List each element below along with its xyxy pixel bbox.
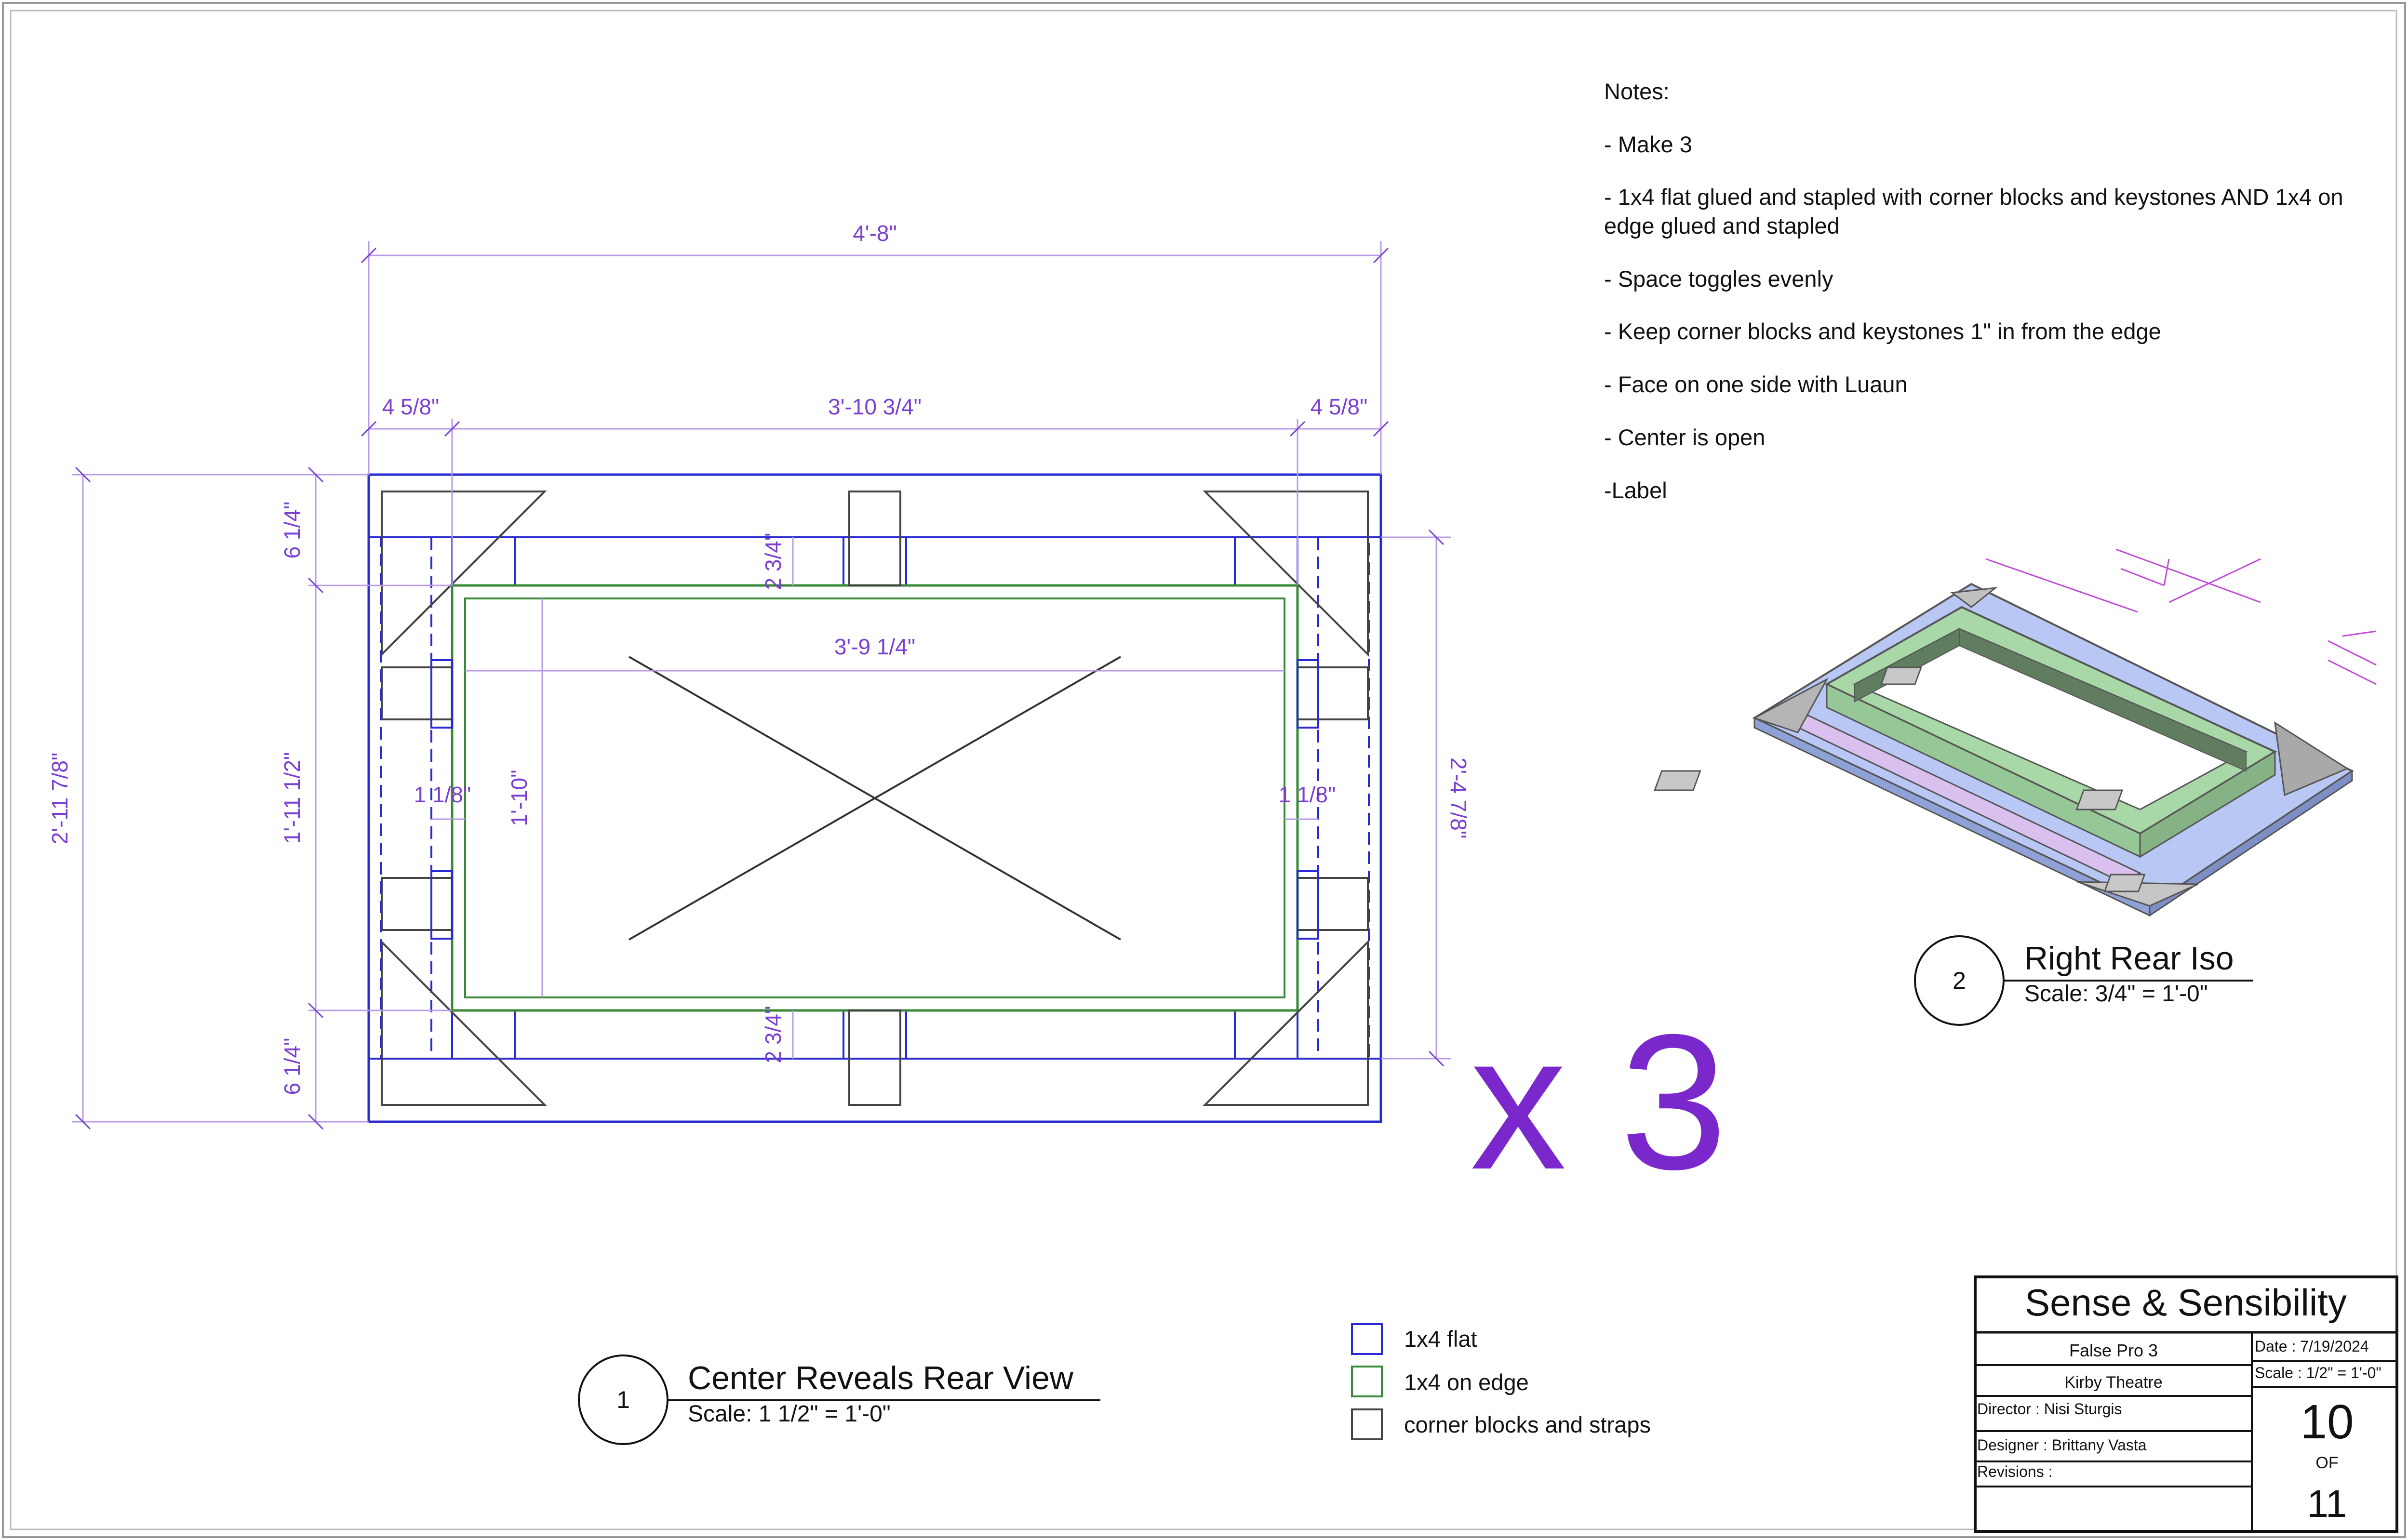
- title-block-piece: False Pro 3: [2069, 1341, 2158, 1360]
- dim-opening-height: 1'-10": [507, 770, 532, 826]
- title-block-sheet-number: 10: [2300, 1395, 2354, 1449]
- rail-end-tl: [451, 536, 516, 586]
- keystone-left-upper: [381, 666, 453, 720]
- keystone-bottom: [848, 1009, 901, 1106]
- title-block: [1974, 1275, 2398, 1533]
- legend-label-on-edge: 1x4 on edge: [1404, 1369, 1529, 1395]
- open-center-x-2: [629, 656, 1121, 941]
- dim-right-edge: 1 1/8": [1279, 782, 1336, 807]
- dim-left-margin: 4 5/8": [382, 394, 440, 419]
- dim-top-margin: 6 1/4": [280, 502, 305, 559]
- dim-bottom-margin: 6 1/4": [280, 1038, 305, 1095]
- strap-right-lower: [1297, 870, 1319, 940]
- dim-right-height: 2'-4 7/8": [1446, 757, 1471, 838]
- iso-view-drawing: [1654, 548, 2377, 917]
- on-edge-inner: [464, 597, 1285, 998]
- view2-title: Right Rear Iso: [2024, 940, 2234, 977]
- corner-block-tl: [381, 491, 547, 657]
- rail-end-br: [1234, 1009, 1298, 1060]
- title-block-date: Date : 7/19/2024: [2255, 1338, 2369, 1355]
- notes-panel: Notes: - Make 3 - 1x4 flat glued and sta…: [1604, 77, 2385, 529]
- dim-inner-width: 3'-10 3/4": [828, 394, 922, 419]
- view2-number: 2: [1953, 967, 1966, 994]
- note-item: - Keep corner blocks and keystones 1" in…: [1604, 319, 2161, 345]
- dim-opening-width: 3'-9 1/4": [834, 634, 915, 659]
- note-item: - Space toggles evenly: [1604, 266, 1833, 292]
- strap-left-upper: [430, 659, 453, 729]
- legend-swatch-flat: [1351, 1323, 1383, 1355]
- title-block-revisions: Revisions :: [1977, 1463, 2053, 1480]
- title-block-scale: Scale : 1/2" = 1'-0": [2255, 1364, 2381, 1381]
- note-item: -Label: [1604, 477, 1667, 503]
- rail-end-bl: [451, 1009, 516, 1060]
- notes-heading: Notes:: [1604, 79, 1670, 104]
- keystone-right-upper: [1297, 666, 1369, 720]
- note-item: - Center is open: [1604, 424, 1766, 450]
- dimension-ticks: [75, 247, 1445, 1130]
- dim-overall-width: 4'-8": [853, 221, 897, 246]
- dim-overall-height: 2'-11 7/8": [47, 753, 72, 845]
- rail-end-tr: [1234, 536, 1298, 586]
- title-block-show: Sense & Sensibility: [2025, 1281, 2347, 1324]
- view1-scale: Scale: 1 1/2" = 1'-0": [688, 1401, 891, 1427]
- legend-label-blocks: corner blocks and straps: [1404, 1412, 1651, 1437]
- dim-bottom-gap: 2 3/4": [761, 1006, 786, 1063]
- right-stile: [1297, 536, 1370, 1060]
- toggle-bottom: [843, 1009, 907, 1060]
- title-block-of-label: OF: [2315, 1454, 2338, 1472]
- view1-number: 1: [616, 1386, 630, 1413]
- dim-inner-height: 1'-11 1/2": [280, 752, 305, 844]
- legend-label-flat: 1x4 flat: [1404, 1326, 1477, 1352]
- corner-block-br: [1203, 940, 1369, 1106]
- sheet-border-inner: [10, 10, 2397, 1530]
- toggle-top: [843, 536, 907, 586]
- dim-right-margin: 4 5/8": [1311, 394, 1368, 419]
- title-block-venue: Kirby Theatre: [2064, 1373, 2162, 1392]
- dim-left-edge: 1 1/8": [414, 782, 471, 807]
- legend-swatch-blocks: [1351, 1408, 1383, 1440]
- strap-right-upper: [1297, 659, 1319, 729]
- dimension-lines: [72, 241, 1451, 1123]
- strap-left-lower: [430, 870, 453, 940]
- view2-scale: Scale: 3/4" = 1'-0": [2024, 981, 2208, 1007]
- corner-block-tr: [1203, 491, 1369, 657]
- note-item: - Face on one side with Luaun: [1604, 372, 1908, 398]
- keystone-left-lower: [381, 877, 453, 931]
- corner-block-bl: [381, 940, 547, 1106]
- note-item: - Make 3: [1604, 131, 1692, 157]
- title-block-designer: Designer : Brittany Vasta: [1977, 1436, 2147, 1454]
- dim-top-gap: 2 3/4": [761, 533, 786, 590]
- keystone-right-lower: [1297, 877, 1369, 931]
- multiplier-label: x 3: [1470, 994, 1727, 1209]
- keystone-top: [848, 491, 901, 586]
- view1-title: Center Reveals Rear View: [688, 1360, 1074, 1396]
- outer-frame: [367, 473, 1382, 1123]
- note-item: - 1x4 flat glued and stapled with corner…: [1604, 184, 2343, 239]
- legend-swatch-on-edge: [1351, 1366, 1383, 1397]
- title-block-sheet-total: 11: [2307, 1482, 2347, 1525]
- title-block-director: Director : Nisi Sturgis: [1977, 1400, 2122, 1418]
- rear-view-drawing: [367, 473, 1382, 1123]
